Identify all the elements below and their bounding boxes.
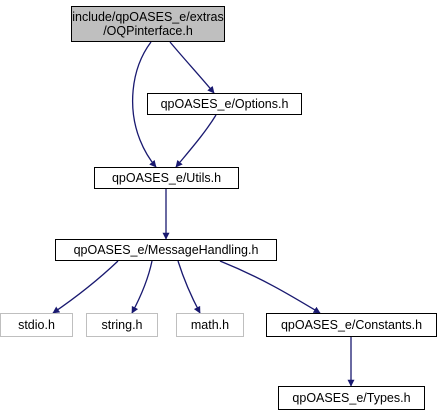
types-header-label: qpOASES_e/Types.h	[292, 391, 411, 405]
constants-header-node[interactable]: qpOASES_e/Constants.h	[266, 313, 437, 337]
messagehandling-header-node[interactable]: qpOASES_e/MessageHandling.h	[55, 239, 277, 261]
edge-messagehandling-to-string	[131, 260, 153, 314]
options-header-label: qpOASES_e/Options.h	[160, 97, 289, 111]
math-header-label: math.h	[190, 318, 230, 332]
edge-root-to-options	[169, 41, 215, 94]
root-file-node: include/qpOASES_e/extras /OQPinterface.h	[71, 6, 225, 42]
utils-header-label: qpOASES_e/Utils.h	[111, 171, 222, 185]
messagehandling-header-label: qpOASES_e/MessageHandling.h	[73, 243, 259, 257]
edge-messagehandling-to-stdio	[52, 260, 119, 314]
stdio-header-label: stdio.h	[18, 318, 55, 332]
types-header-node[interactable]: qpOASES_e/Types.h	[278, 386, 425, 410]
edge-messagehandling-to-constants	[219, 260, 321, 314]
constants-header-label: qpOASES_e/Constants.h	[280, 318, 423, 332]
edge-root-to-utils	[132, 41, 157, 168]
edge-messagehandling-to-math	[177, 260, 201, 314]
string-header-node: string.h	[86, 313, 158, 337]
root-file-path-line2: /OQPinterface.h	[103, 24, 193, 38]
options-header-node[interactable]: qpOASES_e/Options.h	[147, 93, 302, 115]
string-header-label: string.h	[101, 318, 143, 332]
root-file-path-line1: include/qpOASES_e/extras	[72, 10, 224, 24]
math-header-node: math.h	[176, 313, 244, 337]
utils-header-node[interactable]: qpOASES_e/Utils.h	[94, 167, 239, 189]
stdio-header-node: stdio.h	[0, 313, 73, 337]
edge-options-to-utils	[175, 114, 217, 168]
